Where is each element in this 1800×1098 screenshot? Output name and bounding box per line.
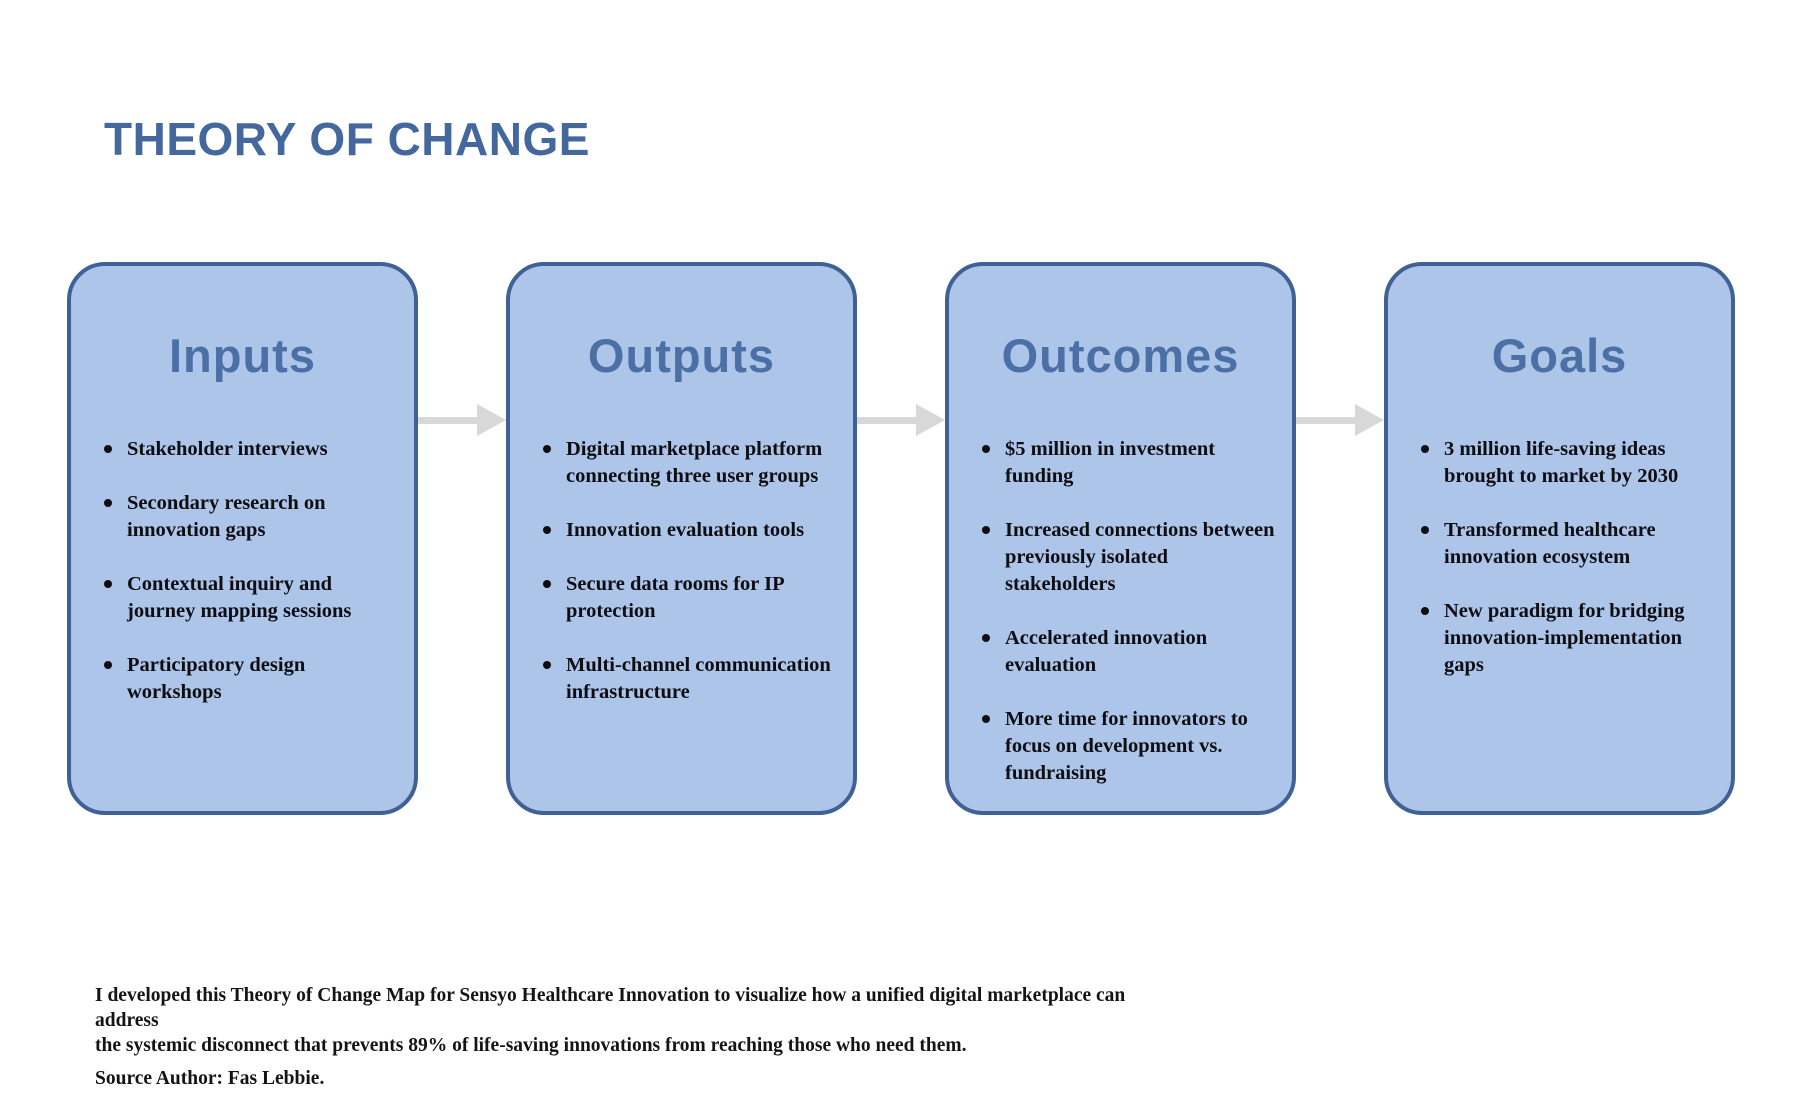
caption-line-1: I developed this Theory of Change Map fo… xyxy=(95,985,1126,1031)
bullet-item: Contextual inquiry and journey mapping s… xyxy=(101,571,402,625)
column-heading: Goals xyxy=(1491,329,1628,382)
column-heading: Inputs xyxy=(169,329,316,382)
right-arrow-icon xyxy=(1296,404,1384,436)
bullet-item: Innovation evaluation tools xyxy=(540,517,841,544)
page-title: THEORY OF CHANGE xyxy=(104,113,590,165)
flow-arrow-cell xyxy=(1296,262,1384,815)
bullet-item: More time for innovators to focus on dev… xyxy=(979,706,1280,787)
bullet-item: Transformed healthcare innovation ecosys… xyxy=(1418,517,1719,571)
caption-source: Source Author: Fas Lebbie. xyxy=(95,1068,325,1090)
column-bullet-list: Digital marketplace platform connecting … xyxy=(510,436,853,706)
column-heading: Outputs xyxy=(587,329,776,382)
arrow-head xyxy=(916,404,945,436)
bullet-item: Accelerated innovation evaluation xyxy=(979,625,1280,679)
right-arrow-icon xyxy=(857,404,945,436)
flow-arrow-cell xyxy=(418,262,506,815)
arrow-head xyxy=(477,404,506,436)
bullet-item: Multi-channel communication infrastructu… xyxy=(540,652,841,706)
flow-arrow-cell xyxy=(857,262,945,815)
caption-line-2: the systemic disconnect that prevents 89… xyxy=(95,1034,967,1056)
arrow-head xyxy=(1355,404,1384,436)
arrow-line xyxy=(418,416,477,424)
column-heading: Outcomes xyxy=(1001,329,1240,382)
caption: I developed this Theory of Change Map fo… xyxy=(95,984,1170,1092)
column-outputs: Outputs Digital marketplace platform con… xyxy=(506,262,857,815)
arrow-line xyxy=(1296,416,1355,424)
bullet-item: Increased connections between previously… xyxy=(979,517,1280,598)
bullet-item: Participatory design workshops xyxy=(101,652,402,706)
bullet-item: Secure data rooms for IP protection xyxy=(540,571,841,625)
bullet-item: $5 million in investment funding xyxy=(979,436,1280,490)
right-arrow-icon xyxy=(418,404,506,436)
caption-paragraph: I developed this Theory of Change Map fo… xyxy=(95,984,1170,1058)
bullet-item: Digital marketplace platform connecting … xyxy=(540,436,841,490)
bullet-item: Stakeholder interviews xyxy=(101,436,402,463)
column-bullet-list: 3 million life-saving ideas brought to m… xyxy=(1388,436,1731,679)
bullet-item: New paradigm for bridging innovation-imp… xyxy=(1418,598,1719,679)
column-goals: Goals 3 million life-saving ideas brough… xyxy=(1384,262,1735,815)
bullet-item: 3 million life-saving ideas brought to m… xyxy=(1418,436,1719,490)
arrow-line xyxy=(857,416,916,424)
column-outcomes: Outcomes $5 million in investment fundin… xyxy=(945,262,1296,815)
bullet-item: Secondary research on innovation gaps xyxy=(101,490,402,544)
